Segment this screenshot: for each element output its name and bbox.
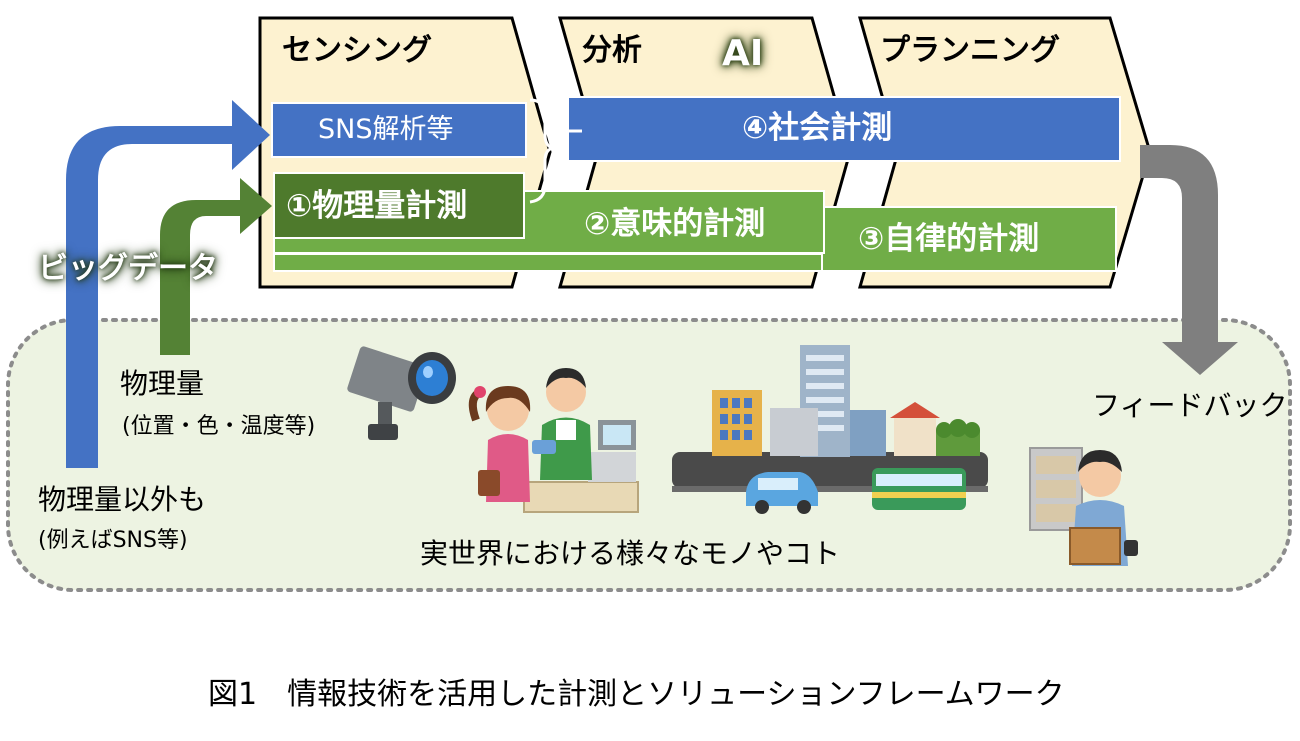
- non-physical-detail-label: (例えばSNS等): [38, 528, 188, 553]
- bar-social-box: [567, 96, 1121, 162]
- ai-label: AI: [722, 33, 764, 74]
- stage-label-planning: プランニング: [880, 33, 1060, 68]
- real-world-region: [6, 318, 1292, 592]
- city-illustration: [672, 345, 988, 514]
- bar-social-label: ④社会計測: [742, 110, 893, 146]
- bar-physical-box: [273, 172, 525, 239]
- feedback-label: フィードバック: [1092, 389, 1288, 422]
- physical-detail-label: (位置・色・温度等): [122, 414, 316, 439]
- real-world-label: 実世界における様々なモノやコト: [420, 537, 841, 570]
- bar-physical-label: ①物理量計測: [286, 188, 468, 224]
- blue-input-arrow: [66, 100, 270, 468]
- bar-sns-label: SNS解析等: [318, 114, 454, 145]
- non-physical-label: 物理量以外も: [38, 483, 207, 516]
- connector-brace: [529, 98, 556, 204]
- bar-autonomous-label: ③自律的計測: [858, 221, 1040, 257]
- shop-illustration: [468, 368, 639, 513]
- bigdata-label: ビッグデータ: [38, 251, 218, 286]
- bar-autonomous: [821, 206, 1117, 272]
- bar-semantic-label: ②意味的計測: [584, 206, 766, 242]
- figure-caption: 図1 情報技術を活用した計測とソリューションフレームワーク: [208, 677, 1065, 712]
- green-input-arrow: [160, 178, 272, 355]
- bar-sns-box: [271, 102, 527, 158]
- physical-quantity-label: 物理量: [120, 367, 205, 400]
- stage-label-analysis: 分析: [582, 33, 642, 68]
- feedback-arrow: [1140, 145, 1238, 375]
- security-camera-illustration: [347, 346, 456, 440]
- warehouse-worker-illustration: [1029, 447, 1138, 566]
- stage-label-sensing: センシング: [282, 33, 432, 68]
